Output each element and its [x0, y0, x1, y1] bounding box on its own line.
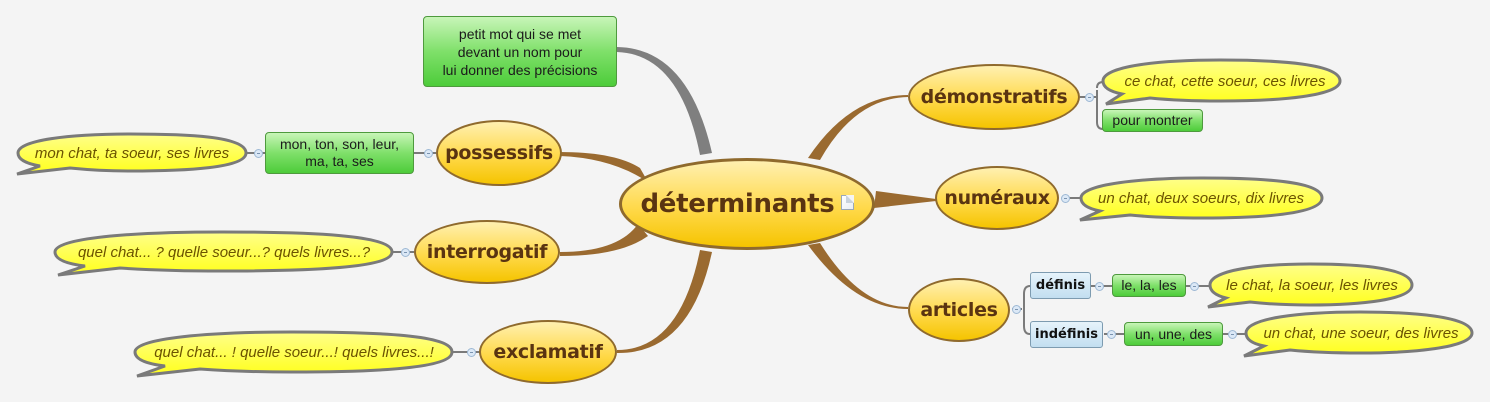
articles-indefinis-box[interactable]: indéfinis [1030, 321, 1103, 348]
topic-interrogatif-label: interrogatif [426, 241, 548, 263]
topic-interrogatif[interactable]: interrogatif [414, 220, 560, 284]
collapse-toggle-exclamatif[interactable] [467, 348, 476, 357]
topic-exclamatif[interactable]: exclamatif [479, 320, 617, 384]
bubble-possessifs [16, 132, 248, 176]
topic-possessifs[interactable]: possessifs [436, 120, 562, 186]
topic-articles[interactable]: articles [908, 278, 1010, 342]
articles-definis-forms-box[interactable]: le, la, les [1112, 274, 1186, 297]
collapse-toggle-definis[interactable] [1095, 282, 1104, 291]
articles-definis-example[interactable]: le chat, la soeur, les livres [1226, 276, 1398, 294]
definition-box[interactable]: petit mot qui se met devant un nom pour … [423, 16, 617, 87]
bubble-numeraux [1079, 176, 1324, 222]
collapse-toggle-definis-forms[interactable] [1190, 282, 1199, 291]
articles-definis-label: définis [1035, 278, 1086, 293]
numeraux-example[interactable]: un chat, deux soeurs, dix livres [1098, 189, 1304, 207]
possessifs-forms-box[interactable]: mon, ton, son, leur, ma, ta, ses [265, 132, 414, 174]
possessifs-forms-line-1: mon, ton, son, leur, [279, 136, 400, 152]
articles-definis-forms-label: le, la, les [1121, 277, 1177, 293]
articles-indefinis-forms-label: un, une, des [1134, 325, 1213, 342]
topic-demonstratifs[interactable]: démonstratifs [908, 64, 1080, 130]
topic-possessifs-label: possessifs [445, 142, 553, 164]
collapse-toggle-possessifs[interactable] [424, 149, 433, 158]
possessifs-example[interactable]: mon chat, ta soeur, ses livres [34, 144, 230, 162]
bubble-definis [1207, 262, 1414, 309]
branch-articles [808, 243, 908, 309]
demonstratifs-purpose-box[interactable]: pour montrer [1102, 109, 1203, 132]
collapse-toggle-demonstratifs[interactable] [1085, 93, 1094, 102]
articles-indefinis-label: indéfinis [1035, 327, 1098, 342]
definition-line-1: petit mot qui se met [458, 25, 582, 42]
articles-definis-box[interactable]: définis [1030, 272, 1091, 299]
topic-numeraux-label: numéraux [944, 187, 1050, 209]
bubble-demonstratifs [1101, 58, 1342, 106]
definition-line-2: devant un nom pour [457, 43, 583, 60]
collapse-toggle-indefinis-forms[interactable] [1228, 330, 1237, 339]
branch-demonstratifs [808, 95, 908, 160]
bubble-interrogatif [53, 230, 394, 277]
branch-possessifs [560, 152, 648, 182]
bubble-indefinis [1243, 310, 1474, 358]
topic-exclamatif-label: exclamatif [493, 341, 603, 363]
exclamatif-example[interactable]: quel chat... ! quelle soeur...! quels li… [154, 343, 434, 361]
collapse-toggle-numeraux[interactable] [1061, 194, 1070, 203]
branch-numeraux [874, 191, 936, 208]
central-topic[interactable]: déterminants [619, 158, 875, 250]
topic-articles-label: articles [920, 299, 998, 321]
articles-indefinis-example[interactable]: un chat, une soeur, des livres [1263, 324, 1459, 342]
definition-line-3: lui donner des précisions [442, 61, 598, 78]
central-topic-label: déterminants [640, 189, 835, 219]
branch-interrogatif [560, 224, 648, 256]
bubble-exclamatif [133, 330, 454, 378]
topic-numeraux[interactable]: numéraux [935, 166, 1059, 230]
possessifs-forms-line-2: ma, ta, ses [305, 153, 374, 169]
note-icon[interactable] [840, 194, 854, 210]
demonstratifs-purpose-label: pour montrer [1112, 112, 1193, 128]
collapse-toggle-articles[interactable] [1012, 305, 1021, 314]
articles-indefinis-forms-box[interactable]: un, une, des [1124, 322, 1223, 346]
branch-exclamatif [617, 250, 712, 354]
collapse-toggle-indefinis[interactable] [1107, 330, 1116, 339]
interrogatif-example[interactable]: quel chat... ? quelle soeur...? quels li… [77, 243, 371, 261]
collapse-toggle-possessifs-forms[interactable] [254, 149, 263, 158]
definition-link [617, 47, 712, 155]
topic-demonstratifs-label: démonstratifs [920, 86, 1068, 108]
demonstratifs-example[interactable]: ce chat, cette soeur, ces livres [1124, 72, 1326, 90]
collapse-toggle-interrogatif[interactable] [401, 248, 410, 257]
